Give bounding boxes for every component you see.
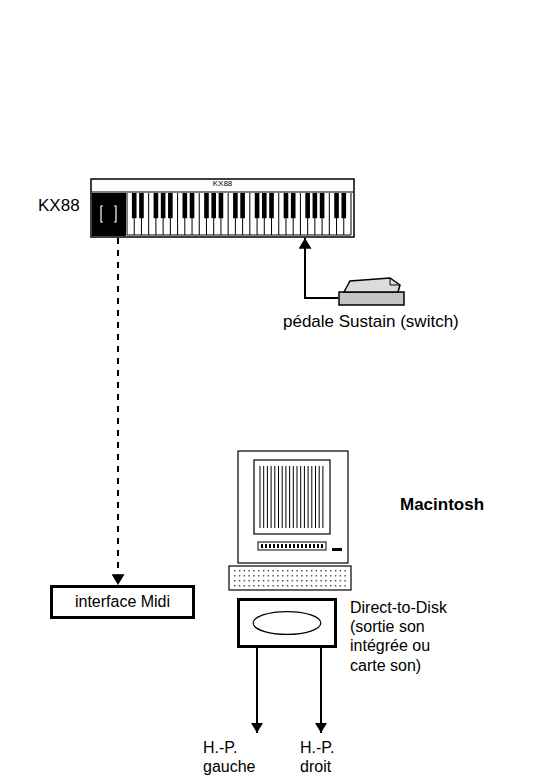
device-label: KX88	[38, 196, 80, 216]
pedal-label: pédale Sustain (switch)	[283, 312, 459, 332]
speaker-wire	[256, 648, 258, 733]
speaker-wire	[320, 648, 322, 733]
sustain-pedal-drawing	[338, 276, 405, 306]
keyboard-illustration: KX88KX88	[90, 178, 355, 238]
audio-output-box: Direct-to-Disk (sortie son intégrée ou c…	[237, 598, 337, 648]
midi-interface-box: interface Midi	[50, 585, 195, 619]
computer-illustration: Macintosh	[228, 450, 352, 592]
connector-arrow	[117, 238, 119, 585]
computer-illustration-drawing	[228, 450, 352, 592]
audio-output-box-drawing	[240, 601, 334, 645]
speaker-label: H.-P. droit	[300, 738, 360, 776]
computer-label: Macintosh	[400, 495, 484, 515]
connector-arrow	[305, 238, 338, 298]
device-nameplate: KX88	[90, 179, 355, 189]
output-label: Direct-to-Disk (sortie son intégrée ou c…	[350, 598, 462, 675]
sustain-pedal: pédale Sustain (switch)	[338, 276, 405, 306]
speaker-label: H.-P. gauche	[203, 738, 263, 776]
box-label: interface Midi	[53, 592, 192, 611]
